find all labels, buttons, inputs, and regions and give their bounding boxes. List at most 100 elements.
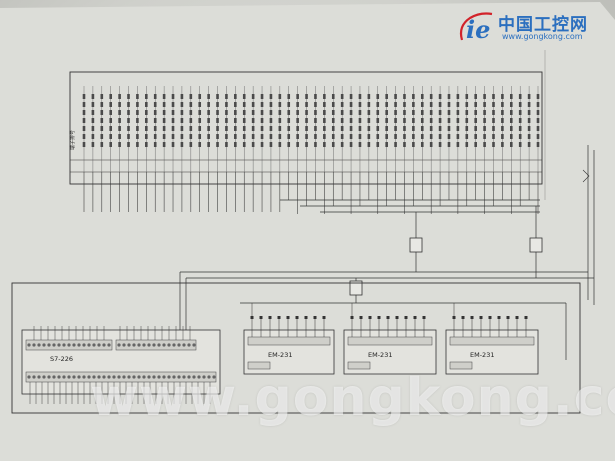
cpu-terminal-screw [72, 375, 76, 379]
gongkong-logo: ie 中国工控网 www.gongkong.com [452, 6, 612, 46]
terminal-mark [492, 134, 495, 139]
terminal-mark [287, 118, 291, 123]
terminal-mark [100, 134, 104, 139]
terminal-mark [474, 118, 477, 123]
terminal-mark [323, 134, 326, 139]
terminal-mark [109, 102, 113, 107]
terminal-mark [118, 102, 121, 107]
terminal-mark [118, 126, 121, 131]
terminal-mark [198, 94, 202, 99]
svg-text:ie: ie [466, 15, 490, 44]
terminal-mark [527, 94, 531, 99]
em-wire-tag [506, 316, 510, 319]
terminal-mark [189, 126, 193, 131]
terminal-mark [518, 94, 522, 99]
terminal-mark [260, 94, 264, 99]
terminal-mark [376, 94, 380, 99]
cpu-terminal-screw [132, 375, 136, 379]
terminal-mark [269, 142, 273, 147]
terminal-mark [456, 102, 460, 107]
terminal-mark [269, 110, 273, 115]
terminal-mark [474, 142, 477, 147]
terminal-mark [349, 94, 353, 99]
logo-chinese-text: 中国工控网 [498, 15, 588, 35]
terminal-mark [82, 102, 86, 107]
terminal-mark [287, 94, 291, 99]
terminal-mark [216, 142, 219, 147]
terminal-mark [180, 142, 184, 147]
terminal-mark [136, 94, 139, 99]
terminal-mark [527, 126, 531, 131]
terminal-mark [403, 142, 406, 147]
terminal-mark [536, 110, 540, 115]
terminal-mark [207, 142, 210, 147]
terminal-mark [296, 94, 299, 99]
terminal-mark [287, 102, 291, 107]
terminal-mark [483, 102, 486, 107]
terminal-mark [376, 134, 380, 139]
terminal-mark [127, 110, 130, 115]
terminal-mark [429, 102, 433, 107]
cpu-terminal-screw [147, 343, 151, 347]
terminal-mark [180, 134, 184, 139]
em-wire-tag [359, 316, 363, 319]
terminal-mark [483, 126, 486, 131]
terminal-mark [429, 134, 433, 139]
cpu-terminal-screw [157, 375, 161, 379]
terminal-mark [314, 102, 317, 107]
terminal-mark [349, 126, 353, 131]
terminal-mark [509, 102, 513, 107]
terminal-mark [171, 118, 175, 123]
cpu-terminal-screw [112, 375, 116, 379]
cpu-terminal-screw [192, 375, 196, 379]
terminal-mark [501, 126, 504, 131]
terminal-mark [242, 118, 246, 123]
terminal-mark [501, 110, 504, 115]
terminal-mark [527, 118, 531, 123]
terminal-mark [412, 102, 415, 107]
terminal-mark [269, 102, 273, 107]
cpu-terminal-screw [82, 375, 86, 379]
cpu-terminal-screw [47, 375, 51, 379]
terminal-mark [492, 118, 495, 123]
terminal-mark [242, 126, 246, 131]
terminal-mark [394, 142, 397, 147]
logo-url-text: www.gongkong.com [502, 32, 583, 41]
terminal-mark [109, 118, 113, 123]
terminal-mark [296, 118, 299, 123]
terminal-mark [136, 134, 139, 139]
terminal-mark [314, 94, 317, 99]
terminal-strip-frame [69, 71, 543, 185]
terminal-mark [527, 110, 531, 115]
em-wire-tag [304, 316, 308, 319]
terminal-mark [216, 126, 219, 131]
terminal-mark [100, 102, 104, 107]
terminal-mark [394, 118, 397, 123]
terminal-mark [403, 118, 406, 123]
terminal-mark [91, 102, 95, 107]
terminal-mark [394, 94, 397, 99]
terminal-mark [340, 102, 344, 107]
em-wire-tag [497, 316, 501, 319]
terminal-mark [314, 118, 317, 123]
cpu-terminal-screw [132, 343, 136, 347]
terminal-mark [234, 102, 237, 107]
terminal-mark [323, 142, 326, 147]
terminal-mark [527, 102, 531, 107]
terminal-mark [287, 134, 291, 139]
terminal-mark [287, 142, 291, 147]
terminal-mark [385, 94, 388, 99]
cpu-io-wires [29, 326, 211, 404]
cpu-terminal-screw [212, 375, 216, 379]
cpu-terminal-screw [177, 343, 181, 347]
terminal-mark [118, 110, 121, 115]
cpu-terminal-screw [77, 375, 81, 379]
em-wire-tag [515, 316, 519, 319]
terminal-mark [536, 118, 540, 123]
terminal-mark [331, 110, 335, 115]
terminal-mark [145, 102, 148, 107]
terminal-mark [171, 142, 175, 147]
terminal-mark [153, 110, 157, 115]
terminal-mark [162, 134, 166, 139]
terminal-mark [109, 142, 113, 147]
